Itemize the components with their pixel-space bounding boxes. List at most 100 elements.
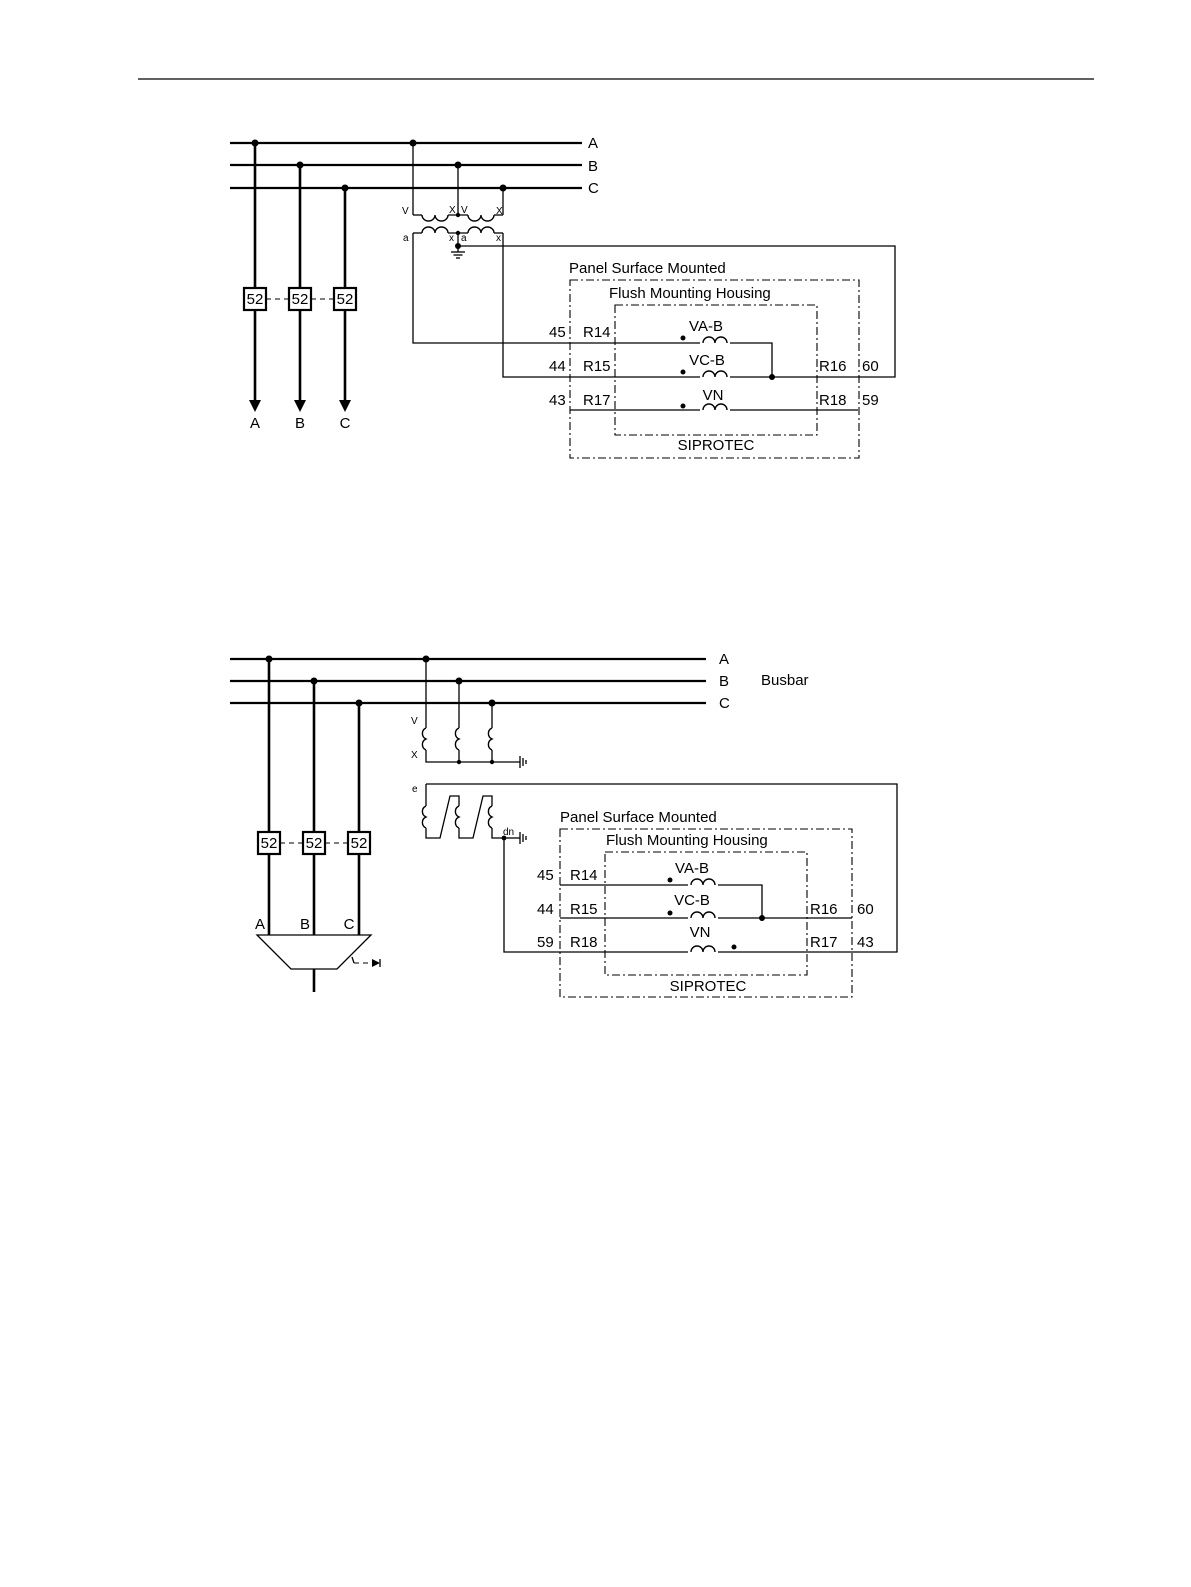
coil-icon	[422, 728, 426, 750]
breaker-label: 52	[351, 835, 368, 852]
input-name: VA-B	[675, 860, 709, 877]
panel-surface-label: Panel Surface Mounted	[569, 260, 726, 277]
flush-housing-label: Flush Mounting Housing	[606, 832, 768, 849]
pin-label: 43	[857, 934, 874, 951]
device-inputs-1: VA-B VC-B VN 45 44 43 R14 R15 R17 R16 R1…	[549, 318, 879, 412]
junction	[759, 915, 765, 921]
vt-delta-link	[426, 796, 459, 838]
terminal-label: R14	[570, 867, 598, 884]
terminal-label: R17	[810, 934, 838, 951]
terminal-label: R18	[570, 934, 598, 951]
panel-surface-box	[570, 280, 859, 458]
busbars-1: A B C	[230, 135, 599, 197]
junction	[457, 760, 461, 764]
junction	[456, 213, 460, 217]
polarity-dot	[732, 945, 737, 950]
pin-label: 59	[862, 392, 879, 409]
pin-label: 44	[549, 358, 566, 375]
vt-primary-label: X	[496, 206, 503, 217]
busbars-2: A B C Busbar	[230, 651, 809, 712]
coil-icon	[455, 806, 459, 828]
arrow-icon	[372, 959, 380, 967]
ground-icon	[451, 252, 465, 258]
coil-icon	[422, 227, 448, 233]
breaker-label: 52	[261, 835, 278, 852]
breaker-label: 52	[247, 291, 264, 308]
vt-secondary-label: x	[496, 233, 501, 244]
coil-icon	[455, 728, 459, 750]
feeder-label-b: B	[295, 415, 305, 432]
bus-label-b: B	[719, 673, 729, 690]
terminal-label: R14	[583, 324, 611, 341]
junction	[490, 760, 494, 764]
input-name: VA-B	[689, 318, 723, 335]
coil-icon	[422, 806, 426, 828]
feeder-label-a: A	[250, 415, 260, 432]
arrow-icon	[249, 400, 261, 412]
bus-label-b: B	[588, 158, 598, 175]
vt-secondary-label: a	[461, 233, 467, 244]
panel-surface-label: Panel Surface Mounted	[560, 809, 717, 826]
breaker-label: 52	[337, 291, 354, 308]
voltage-transformers-2: V X e dn	[411, 659, 526, 844]
pin-label: 44	[537, 901, 554, 918]
terminal-label: R17	[583, 392, 611, 409]
wire-vc	[458, 233, 895, 377]
input-name: VC-B	[674, 892, 710, 909]
vt-secondary-label: x	[449, 233, 454, 244]
feeder-label-c: C	[340, 415, 351, 432]
device-label: SIPROTEC	[670, 978, 747, 995]
junction	[769, 374, 775, 380]
vt-primary-label: X	[411, 750, 418, 761]
feeders-2: 52 52 52 A B C	[255, 659, 380, 992]
polarity-dot	[668, 878, 673, 883]
bus-label-c: C	[588, 180, 599, 197]
pin-label: 60	[857, 901, 874, 918]
vt-primary-label: V	[402, 206, 409, 217]
voltage-transformers-1: V X V X a x a x	[402, 143, 503, 258]
input-name: VC-B	[689, 352, 725, 369]
vt-secondary-label: e	[412, 784, 418, 795]
feeder-label-b: B	[300, 916, 310, 933]
terminal-label: R16	[819, 358, 847, 375]
pin-label: 43	[549, 392, 566, 409]
device-inputs-2: VA-B VC-B VN 45 44 59 R14 R15 R18 R16 R1…	[537, 860, 874, 954]
pin-label: 60	[862, 358, 879, 375]
termination-ground-lead	[352, 957, 354, 963]
polarity-dot	[681, 370, 686, 375]
terminal-label: R16	[810, 901, 838, 918]
breaker-label: 52	[306, 835, 323, 852]
polarity-dot	[681, 404, 686, 409]
vt-primary-label: X	[449, 205, 456, 216]
terminal-label: R18	[819, 392, 847, 409]
bus-label-a: A	[588, 135, 598, 152]
pin-label: 45	[537, 867, 554, 884]
feeder-label-c: C	[344, 916, 355, 933]
vt-neutral	[426, 750, 520, 762]
input-name: VN	[690, 924, 711, 941]
coil-icon	[468, 215, 494, 221]
coil-icon	[468, 227, 494, 233]
ground-icon	[520, 756, 526, 768]
vt-primary-label: V	[461, 205, 468, 216]
bus-label-c: C	[719, 695, 730, 712]
arrow-icon	[294, 400, 306, 412]
breaker-label: 52	[292, 291, 309, 308]
vt-secondary-label: a	[403, 233, 409, 244]
terminal-label: R15	[570, 901, 598, 918]
vt-delta-link	[459, 796, 492, 838]
pin-label: 59	[537, 934, 554, 951]
input-name: VN	[703, 387, 724, 404]
polarity-dot	[681, 336, 686, 341]
coil-icon	[422, 215, 448, 221]
vt-primary-label: V	[411, 716, 418, 727]
arrow-icon	[339, 400, 351, 412]
coil-icon	[488, 806, 492, 828]
ground-icon	[520, 832, 526, 844]
polarity-dot	[668, 911, 673, 916]
termination-icon	[257, 935, 371, 969]
pin-label: 45	[549, 324, 566, 341]
coil-icon	[488, 728, 492, 750]
